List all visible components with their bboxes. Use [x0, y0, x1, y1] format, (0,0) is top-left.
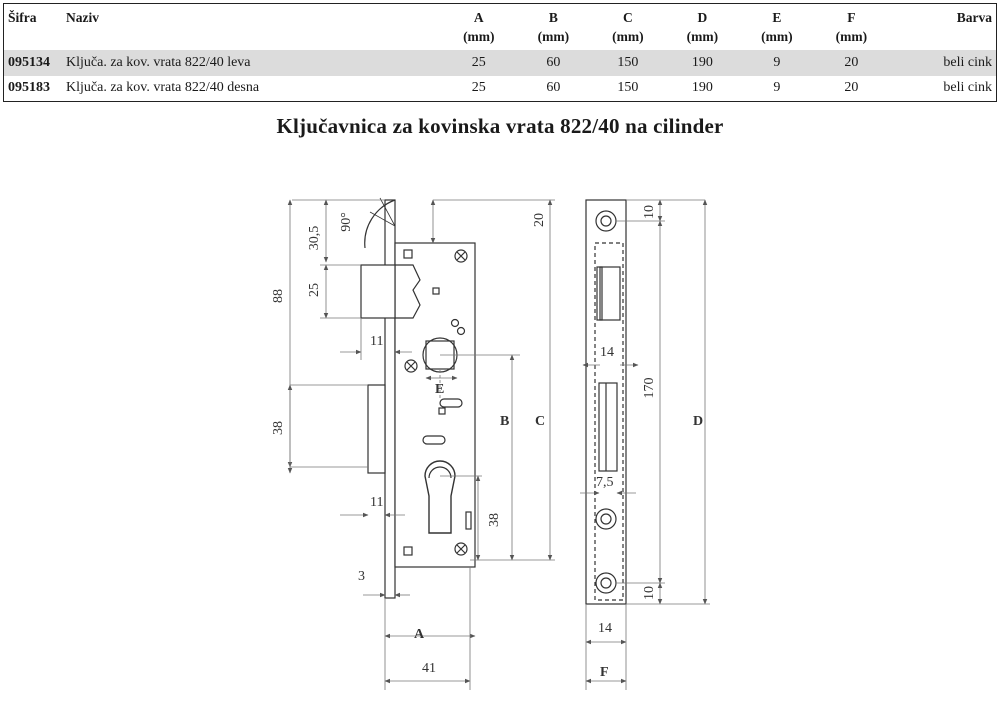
cell-d: 190 — [691, 54, 713, 70]
lock-dimension-lines — [287, 199, 555, 690]
cell-b: 60 — [516, 75, 591, 102]
cell-code: 095183 — [3, 75, 62, 102]
dim-38-right: 38 — [487, 513, 502, 527]
plate-dim-10-bottom: 10 — [642, 586, 657, 600]
header-sifra: Šifra — [3, 3, 62, 50]
spec-table: Šifra Naziv A(mm) B(mm) C(mm) D(mm) E(mm… — [3, 3, 997, 102]
dim-11-bottom: 11 — [370, 495, 383, 510]
header-a: A(mm) — [441, 3, 517, 50]
cell-a: 25 — [471, 54, 486, 70]
plate-dimension-lines — [580, 199, 710, 690]
table-row: 095183 Ključa. za kov. vrata 822/40 desn… — [3, 75, 997, 102]
page-title: Ključavnica za kovinska vrata 822/40 na … — [276, 114, 724, 138]
plate-dim-f: F — [600, 665, 609, 680]
header-naziv: Naziv — [62, 3, 442, 50]
dim-88: 88 — [271, 289, 286, 303]
dim-41: 41 — [422, 661, 436, 676]
header-e: E(mm) — [739, 3, 815, 50]
plate-dim-7-5: 7,5 — [596, 475, 614, 490]
plate-dim-10-top: 10 — [642, 205, 657, 219]
plate-dim-14-mid: 14 — [600, 345, 614, 360]
cell-e: 9 — [773, 54, 781, 70]
cell-name: Ključa. za kov. vrata 822/40 leva — [66, 54, 251, 70]
table-row: 095134 Ključa. za kov. vrata 822/40 leva… — [3, 49, 997, 76]
cell-a: 25 — [441, 75, 517, 102]
header-c: C(mm) — [590, 3, 666, 50]
cell-e: 9 — [739, 75, 815, 102]
cell-f: 20 — [844, 54, 859, 70]
cell-d: 190 — [665, 75, 740, 102]
dim-11-top: 11 — [370, 334, 383, 349]
dim-c: C — [535, 414, 545, 429]
dim-e: E — [435, 382, 444, 397]
lock-body — [360, 197, 476, 599]
plate-dim-14-bottom: 14 — [598, 621, 612, 636]
dim-30-5: 30,5 — [307, 226, 322, 251]
header-d: D(mm) — [665, 3, 740, 50]
plate-dim-170: 170 — [642, 378, 657, 399]
header-f: F(mm) — [814, 3, 889, 50]
dim-25: 25 — [307, 283, 322, 297]
cell-color: beli cink — [888, 75, 997, 102]
dim-38-left: 38 — [271, 421, 286, 435]
table-header-row: Šifra Naziv A(mm) B(mm) C(mm) D(mm) E(mm… — [3, 3, 997, 50]
cell-c: 150 — [590, 75, 666, 102]
dim-90-deg: 90° — [339, 212, 354, 232]
cell-color: beli cink — [888, 49, 997, 76]
cell-c: 150 — [617, 54, 639, 70]
header-b: B(mm) — [516, 3, 591, 50]
cell-f: 20 — [814, 75, 889, 102]
cell-code: 095134 — [3, 49, 62, 76]
cell-b: 60 — [546, 54, 561, 70]
strike-plate — [585, 199, 627, 605]
dim-b: B — [500, 414, 509, 429]
cell-name: Ključa. za kov. vrata 822/40 desna — [62, 75, 442, 102]
dim-a: A — [414, 627, 425, 642]
header-barva: Barva — [888, 3, 997, 50]
dim-3: 3 — [358, 569, 365, 584]
plate-dim-d: D — [693, 414, 703, 429]
dim-20: 20 — [532, 213, 547, 227]
